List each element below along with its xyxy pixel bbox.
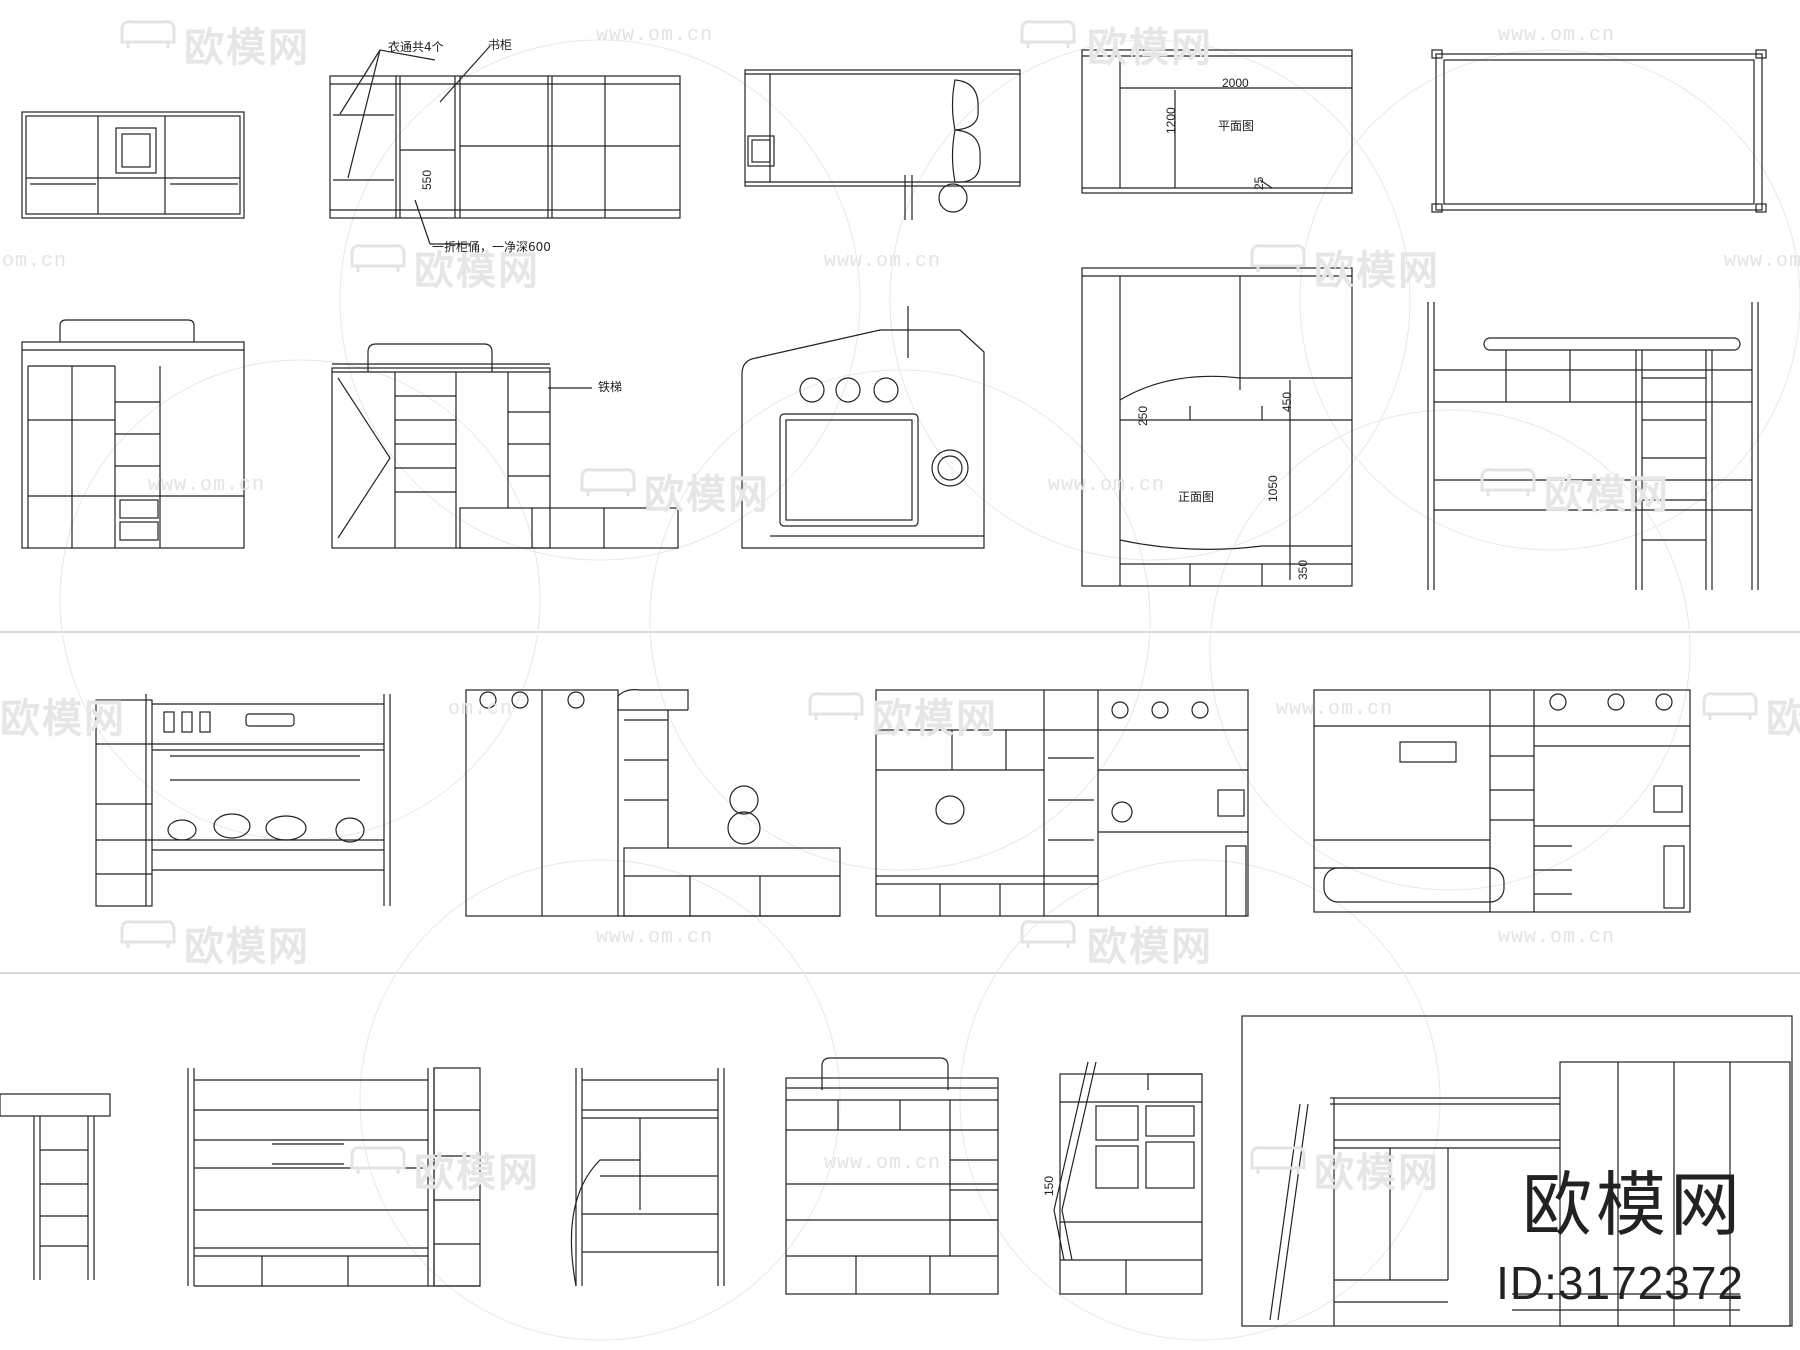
watermark-url: www.om.cn [824,1152,942,1175]
watermark-sofa-icon [1702,692,1758,720]
watermark-brand: 欧模网 [1314,248,1440,294]
watermark-brand: 欧模网 [1087,924,1213,970]
drawing-bed-plan-top [744,69,1021,220]
watermark-brand: 欧模网 [872,696,998,742]
drawing-compact-bunk-curved [570,1068,725,1287]
drawing-bookcase-elevation [329,45,681,245]
dimension-350: 350 [1296,559,1310,580]
dimension-2000: 2000 [1222,76,1249,90]
watermark-sofa-icon [1480,468,1536,496]
drawing-loft-desk [875,689,1249,917]
drawing-loft-desk-variant [1313,689,1691,913]
watermark-url: www.om.cn [1724,250,1800,273]
watermark-url: www.om.cn [148,474,266,497]
watermark-url: om.cn [448,698,514,721]
drawing-partial-ladder-left [0,1093,111,1280]
drawing-plan-view-dimensioned [1081,49,1353,194]
dimension-1050: 1050 [1266,475,1280,502]
drawing-loft-wardrobe-stairs [465,689,841,917]
watermark-sofa-icon [1020,20,1076,48]
watermark-sofa-icon [580,468,636,496]
watermark-sofa-icon [808,692,864,720]
drawing-loft-wardrobe-large [1241,1015,1793,1327]
drawing-loft-wardrobe-elevation [21,319,245,549]
drawing-front-view-dimensioned [1081,267,1353,587]
brand-name: 欧模网 [1522,1164,1744,1246]
watermark-brand: 欧模网 [414,1150,540,1196]
watermark-url: om.cn [2,250,68,273]
drawing-bunk-bed-ladder [1427,302,1759,590]
watermark-brand: 欧模网 [1766,696,1800,742]
watermark-url: www.om.cn [596,24,714,47]
watermark-sofa-icon [1250,244,1306,272]
watermark-brand: 欧模网 [184,924,310,970]
watermark-url: www.om.cn [824,250,942,273]
drawing-bunk-rails-drawers [785,1057,999,1295]
watermark-brand: 欧模网 [1314,1150,1440,1196]
annotation-plan-view: 平面图 [1218,119,1255,133]
watermark-sofa-icon [350,244,406,272]
annotation-iron-ladder: 铁梯 [598,380,623,394]
drawing-ship-bed-elevation [741,306,985,549]
watermark-url: www.om.cn [1498,24,1616,47]
annotation-drawer-note: 衣通共4个 [388,40,444,54]
watermark-brand: 欧模网 [1544,472,1670,518]
annotation-bookcase: 书柜 [488,38,513,52]
watermark-sofa-icon [1020,920,1076,948]
watermark-url: www.om.cn [1276,698,1394,721]
drawing-loft-angled-ladder [1053,1061,1203,1295]
brand-id: ID:3172372 [1496,1257,1744,1309]
watermark-brand: 欧模网 [644,472,770,518]
watermark-brand: 欧模网 [1087,25,1213,71]
annotation-cabinet-note: 一折柜俑，一净深600 [432,240,551,254]
drawing-bunk-drawers-stair [187,1067,481,1287]
annotation-front-view: 正面图 [1178,490,1215,504]
watermark-brand: 欧模网 [0,696,126,742]
drawing-cabinet-elevation-small [21,111,245,219]
dimension-25: 25 [1252,176,1266,190]
dimension-550: 550 [420,169,434,190]
watermark-url: www.om.cn [596,926,714,949]
drawing-bunk-stair-cabinet [95,694,391,907]
watermark-brand: 欧模网 [414,248,540,294]
watermark-sofa-icon [120,920,176,948]
dimension-250: 250 [1136,405,1150,426]
watermark-sofa-icon [1250,1146,1306,1174]
dimension-1200: 1200 [1164,107,1178,134]
dimension-450: 450 [1280,391,1294,412]
dimension-150: 150 [1042,1175,1056,1196]
watermark-sofa-icon [350,1146,406,1174]
drawing-plan-rectangle [1431,49,1767,213]
watermark-brand: 欧模网 [184,25,310,71]
watermark-sofa-icon [120,20,176,48]
watermark-url: www.om.cn [1498,926,1616,949]
watermark-url: www.om.cn [1048,474,1166,497]
drawing-loft-drawers-ladder [331,343,679,549]
